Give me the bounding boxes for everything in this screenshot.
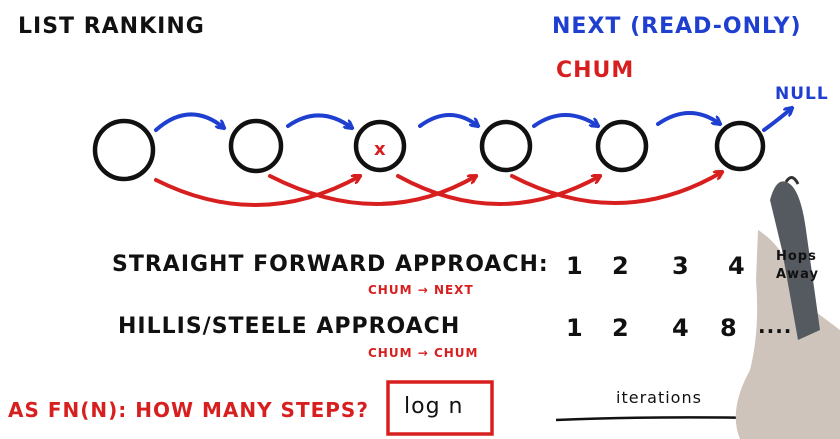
next-pointers [154, 108, 792, 132]
next-arrow-null [762, 108, 792, 132]
approach-2-step-3: 4 [672, 314, 690, 342]
chum-arrow-3 [396, 174, 600, 206]
list-nodes: x [92, 118, 766, 182]
null-label: NULL [775, 84, 829, 104]
list-node-3 [353, 119, 407, 173]
answer-text: log n [404, 394, 464, 419]
approach-1-note: CHUM → NEXT [368, 283, 474, 297]
hops-away-label: Hops Away [776, 249, 819, 282]
approach-1-step-4: 4 [728, 252, 746, 280]
approach-1-step-1: 1 [566, 252, 584, 280]
iterations-label: iterations [616, 388, 702, 407]
approach-2-step-1: 1 [566, 314, 584, 342]
list-node-4 [479, 119, 533, 173]
answer-box [386, 380, 494, 436]
page-title: LIST RANKING [18, 14, 205, 39]
next-arrow-4 [532, 113, 598, 126]
approach-1-step-3: 3 [672, 252, 690, 280]
approach-2-label: HILLIS/STEELE APPROACH [118, 314, 461, 339]
pen-hand-image [735, 176, 840, 439]
chum-arrow-1 [154, 174, 360, 208]
next-arrow-5 [656, 111, 720, 124]
list-node-2 [228, 118, 284, 174]
approach-2-step-4: 8 [720, 314, 738, 342]
next-arrow-3 [418, 113, 478, 126]
chum-arrow-2 [268, 176, 476, 206]
list-node-5 [595, 119, 649, 173]
approach-1-step-2: 2 [612, 252, 630, 280]
approach-2-step-2: 2 [612, 314, 630, 342]
approach-2-ellipsis: .... [758, 314, 793, 338]
next-arrow-2 [286, 113, 352, 128]
list-node-3-mark: x [374, 139, 386, 160]
list-node-6 [714, 120, 766, 172]
legend-next-label: NEXT (READ-ONLY) [552, 14, 802, 39]
question-text: AS FN(N): HOW MANY STEPS? [8, 398, 369, 422]
list-node-1 [92, 118, 156, 182]
approach-1-label: STRAIGHT FORWARD APPROACH: [112, 252, 549, 277]
chum-arrow-4 [510, 172, 722, 205]
legend-chum-label: CHUM [556, 58, 635, 83]
next-arrow-1 [154, 112, 224, 132]
approach-2-note: CHUM → CHUM [368, 346, 479, 360]
iterations-arrow [555, 417, 762, 420]
chum-pointers [154, 172, 722, 208]
